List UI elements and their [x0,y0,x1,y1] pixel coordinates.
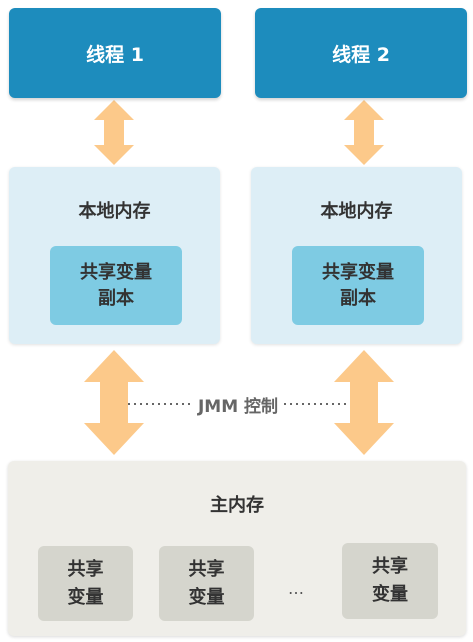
jmm-label: JMM 控制 [193,391,283,417]
main-memory: 主内存 共享 变量 共享 变量 … 共享 变量 [8,461,466,636]
local-memory-1-title: 本地内存 [78,201,151,222]
local-memory-1: 本地内存 共享变量 副本 [9,167,220,344]
local-memory-2: 本地内存 共享变量 副本 [251,167,462,344]
main-memory-title: 主内存 [210,495,264,516]
local-memory-1-copy: 共享变量 副本 [50,246,182,325]
copy-2-line1: 共享变量 [322,261,394,283]
shared-var-3-line2: 变量 [372,584,408,605]
arrow-local2-main [334,350,394,455]
shared-var-1: 共享 变量 [38,546,133,621]
ellipsis: … [288,578,304,598]
thread-2-label: 线程 2 [332,43,390,66]
thread-2-box: 线程 2 [255,8,467,98]
shared-var-3: 共享 变量 [342,543,438,619]
arrow-thread2-local2 [344,100,384,165]
thread-1-box: 线程 1 [9,8,221,98]
local-memory-2-copy: 共享变量 副本 [292,246,424,325]
thread-1-label: 线程 1 [86,43,144,66]
shared-var-2-line2: 变量 [188,586,225,608]
shared-var-2-line1: 共享 [188,558,225,580]
shared-var-1-line2: 变量 [67,586,104,608]
shared-var-2: 共享 变量 [159,546,254,621]
copy-1-line2: 副本 [98,287,134,309]
copy-1-line1: 共享变量 [80,261,152,283]
jmm-label-wrap: JMM 控制 [180,391,296,417]
arrow-thread1-local1 [94,100,134,165]
shared-var-3-line1: 共享 [372,556,408,577]
copy-2-line2: 副本 [340,287,376,309]
shared-var-1-line1: 共享 [67,558,104,580]
local-memory-2-title: 本地内存 [320,201,393,222]
arrow-local1-main [84,350,144,455]
